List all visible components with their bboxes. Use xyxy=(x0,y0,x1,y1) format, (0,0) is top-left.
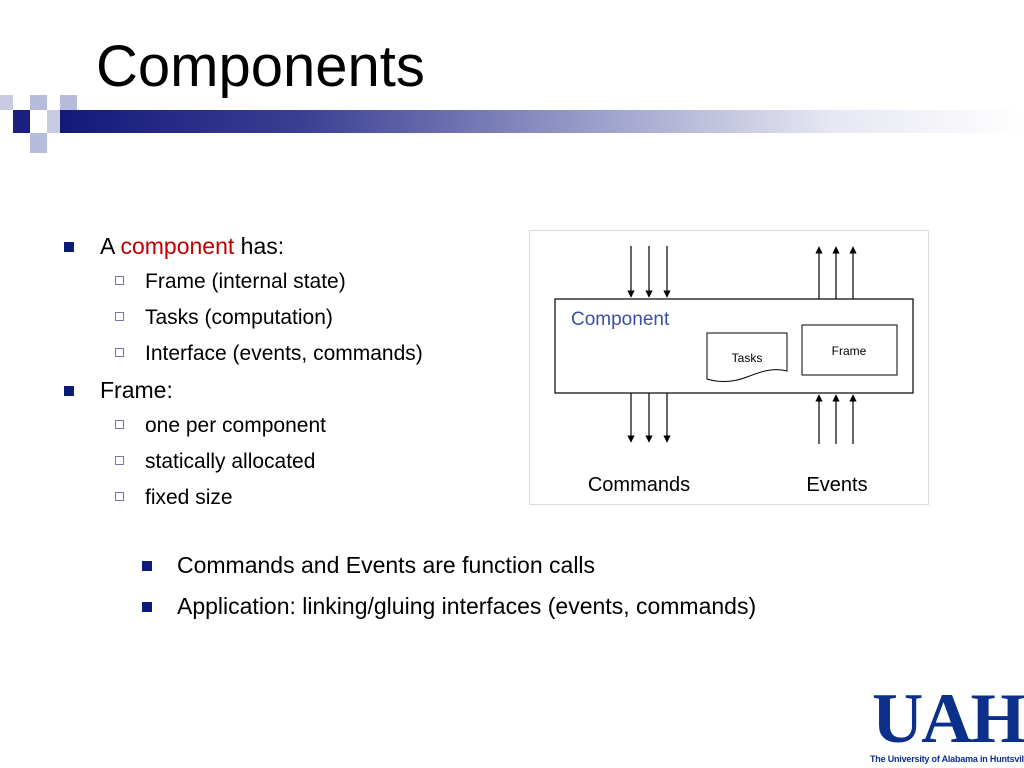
title-gradient-bar xyxy=(60,110,1024,133)
sub-bullet-text: statically allocated xyxy=(145,450,316,473)
sub-bullet-text: one per component xyxy=(145,414,326,437)
sub-bullet-text: Interface (events, commands) xyxy=(145,342,423,365)
bullet-function-calls: Commands and Events are function calls xyxy=(138,545,998,586)
decor-square xyxy=(0,95,13,110)
bullet-prefix: A xyxy=(100,233,121,259)
bullet-list: A component has: Frame (internal state) … xyxy=(62,228,542,516)
square-bullet-icon xyxy=(64,386,74,396)
bullet-text: Application: linking/gluing interfaces (… xyxy=(177,593,757,619)
frame-label: Frame xyxy=(832,344,867,358)
square-bullet-icon xyxy=(142,602,152,612)
bullet-text: Commands and Events are function calls xyxy=(177,552,596,578)
lower-bullet-list: Commands and Events are function calls A… xyxy=(138,545,998,627)
uah-logo: UAH The University of Alabama in Huntsvi… xyxy=(868,684,1024,768)
square-bullet-icon xyxy=(64,242,74,252)
command-output-arrows xyxy=(627,393,671,443)
decor-square xyxy=(47,110,60,133)
event-input-arrows xyxy=(815,394,857,444)
sub-bullet: Interface (events, commands) xyxy=(62,336,542,372)
hollow-square-bullet-icon xyxy=(115,492,124,501)
sub-bullet: Tasks (computation) xyxy=(62,300,542,336)
frame-box xyxy=(801,324,898,376)
sub-bullet: statically allocated xyxy=(62,444,542,480)
decor-square xyxy=(30,95,47,110)
events-label: Events xyxy=(806,474,867,496)
component-diagram-svg: Component Tasks Frame Commands Events xyxy=(554,246,914,496)
square-bullet-icon xyxy=(142,561,152,571)
bullet-application: Application: linking/gluing interfaces (… xyxy=(138,586,998,627)
slide-title: Components xyxy=(96,34,425,99)
logo-subtitle: The University of Alabama in Huntsville xyxy=(870,754,1024,764)
command-input-arrows xyxy=(627,246,671,298)
sub-bullet: one per component xyxy=(62,408,542,444)
decor-square xyxy=(60,95,77,110)
logo-letters: UAH xyxy=(872,680,1024,758)
sub-bullet-text: Tasks (computation) xyxy=(145,306,333,329)
hollow-square-bullet-icon xyxy=(115,312,124,321)
sub-bullet-text: Frame (internal state) xyxy=(145,270,346,293)
hollow-square-bullet-icon xyxy=(115,348,124,357)
hollow-square-bullet-icon xyxy=(115,456,124,465)
bullet-suffix: has: xyxy=(234,233,285,259)
component-diagram: Component Tasks Frame Commands Events xyxy=(529,230,929,505)
component-label: Component xyxy=(571,309,670,330)
bullet-component: A component has: xyxy=(62,228,542,264)
bullet-highlight: component xyxy=(120,233,235,259)
bullet-frame: Frame: xyxy=(62,372,542,408)
decor-square xyxy=(30,133,47,153)
tasks-shape xyxy=(706,332,788,382)
sub-bullet: fixed size xyxy=(62,480,542,516)
bullet-text: Frame: xyxy=(100,377,173,403)
hollow-square-bullet-icon xyxy=(115,276,124,285)
decor-square xyxy=(13,110,30,133)
sub-bullet-text: fixed size xyxy=(145,486,233,509)
sub-bullet: Frame (internal state) xyxy=(62,264,542,300)
tasks-label: Tasks xyxy=(732,351,763,365)
commands-label: Commands xyxy=(588,474,690,496)
event-output-arrows xyxy=(815,246,857,299)
hollow-square-bullet-icon xyxy=(115,420,124,429)
